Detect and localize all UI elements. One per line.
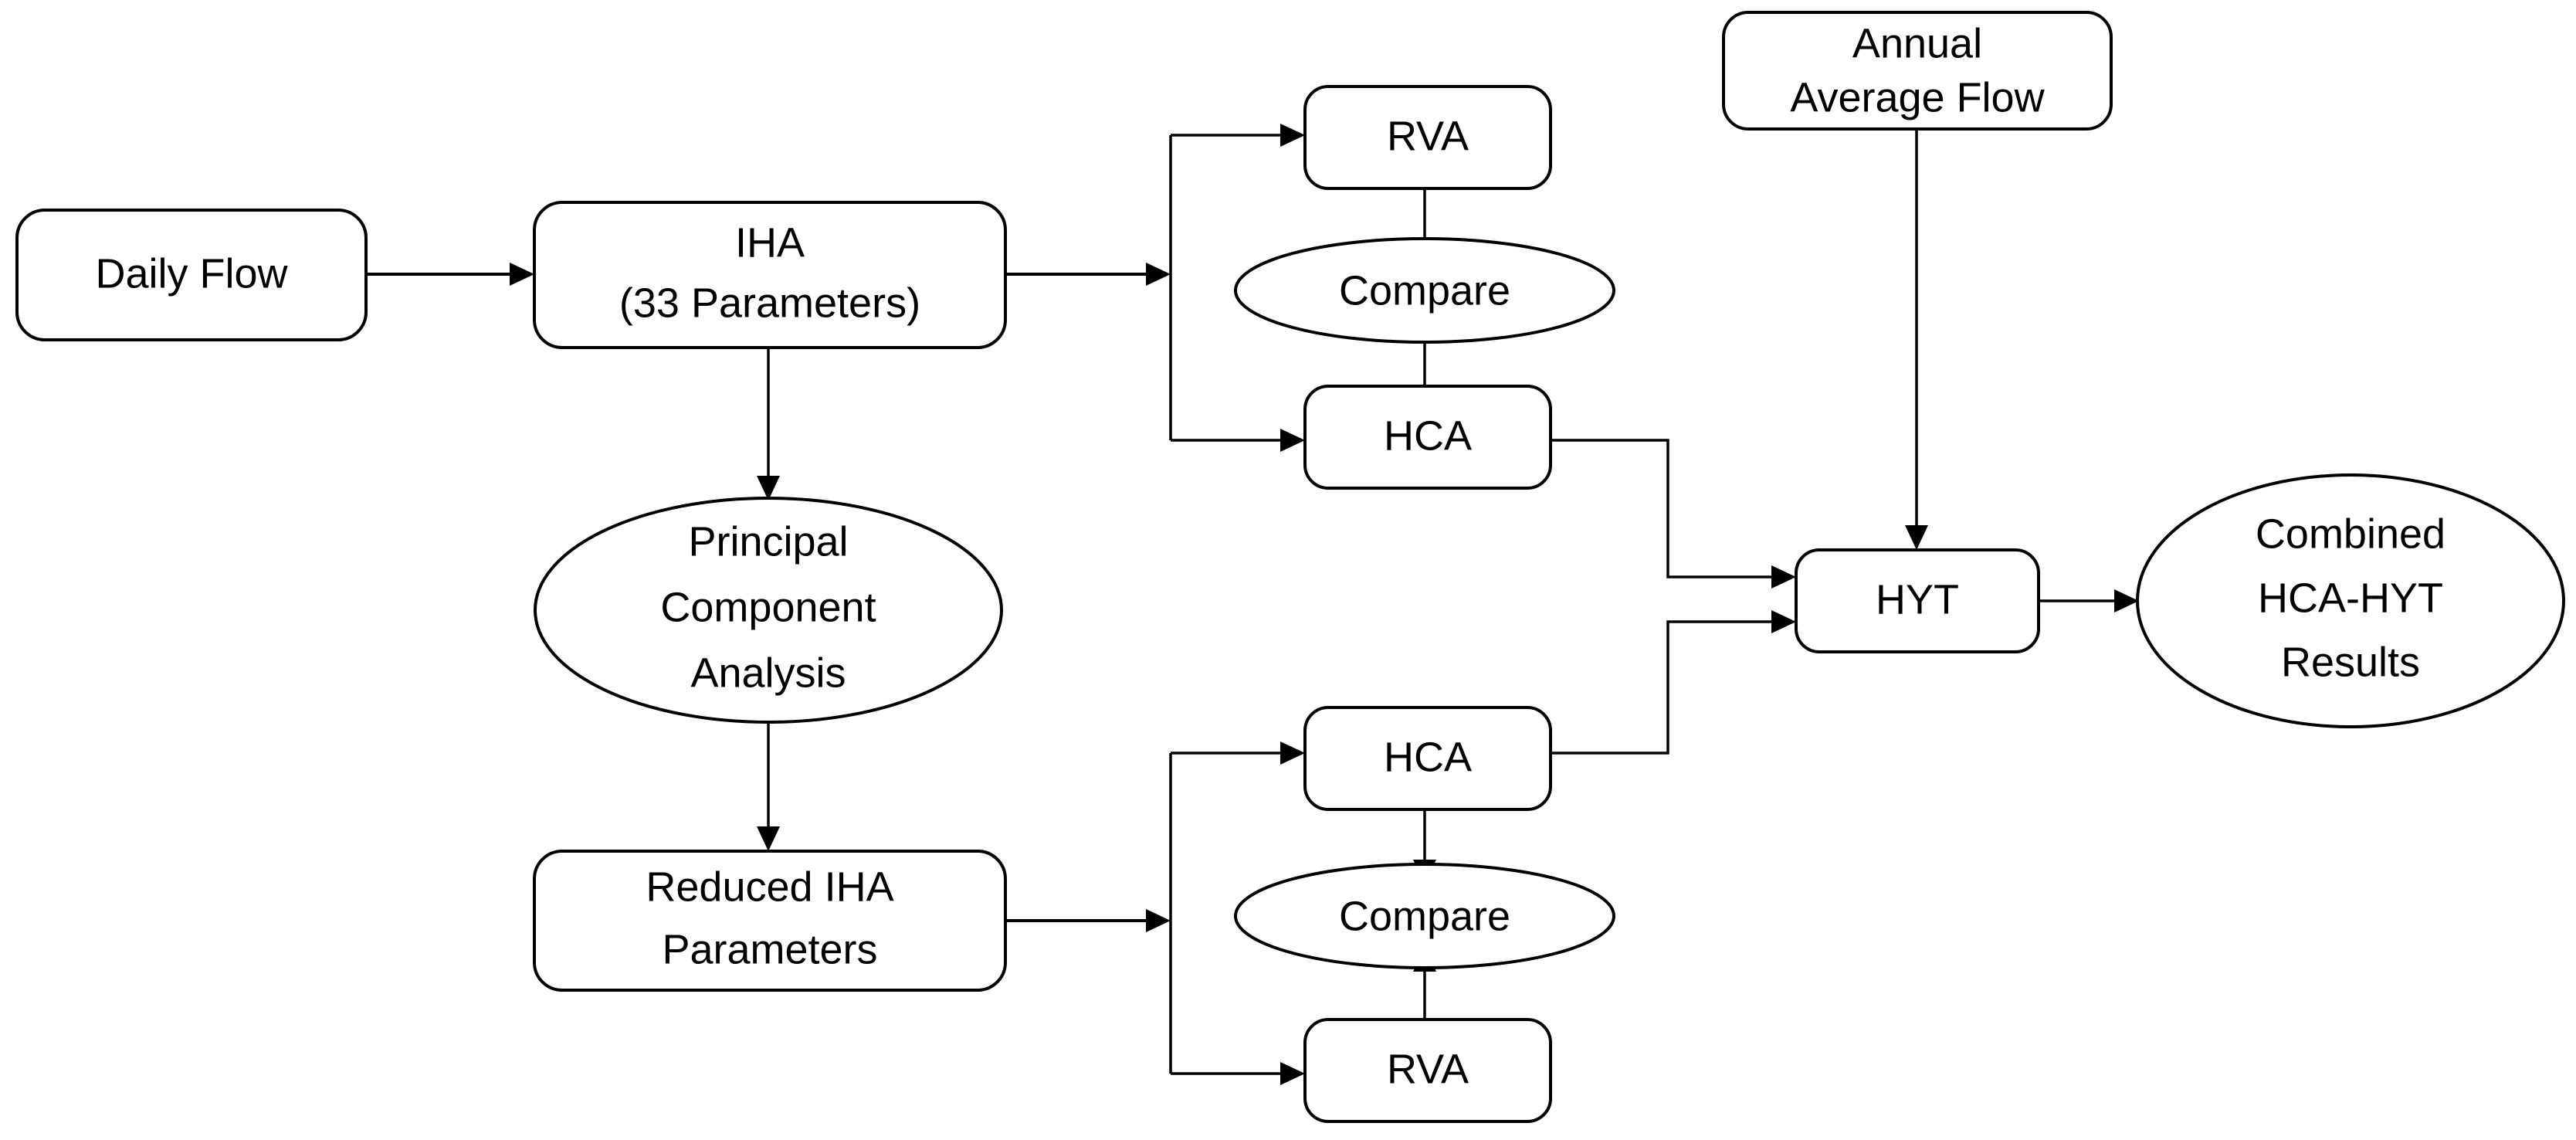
compare-top-label: Compare (1339, 267, 1510, 314)
compare-bottom-label: Compare (1339, 893, 1510, 939)
node-reduced-iha[interactable]: Reduced IHA Parameters (533, 850, 1007, 992)
edge-reduced-iha-to-bottom-splitter (1005, 909, 1171, 932)
reduced-iha-label-line1: Reduced IHA (646, 863, 893, 910)
pca-ellipse[interactable] (534, 497, 1003, 724)
node-daily-flow[interactable]: Daily Flow (15, 209, 368, 341)
edge-hca-top-to-hyt (1552, 439, 1796, 589)
pca-label-line2: Component (660, 584, 876, 630)
hca-bottom-label: HCA (1384, 734, 1472, 780)
daily-flow-box[interactable] (15, 209, 368, 341)
edge-bottom-splitter (1169, 741, 1305, 1085)
node-rva-bottom[interactable]: RVA (1303, 1018, 1552, 1123)
iha-label-line2: (33 Parameters) (619, 280, 920, 326)
nodes-layer: Daily Flow IHA (33 Parameters) RVA Compa… (15, 11, 2565, 1123)
iha-label-line1: IHA (735, 219, 805, 266)
combined-results-label-line2: HCA-HYT (2258, 575, 2443, 621)
edge-top-splitter (1169, 124, 1305, 452)
reduced-iha-box[interactable] (533, 850, 1007, 992)
hca-bottom-box[interactable] (1303, 706, 1552, 811)
annual-average-flow-label-line2: Average Flow (1790, 74, 2045, 120)
node-combined-results[interactable]: Combined HCA-HYT Results (2136, 473, 2565, 728)
edge-iha-to-top-splitter (1005, 263, 1171, 286)
reduced-iha-label-line2: Parameters (662, 926, 877, 972)
edge-hca-bottom-to-hyt (1552, 610, 1796, 755)
node-compare-bottom[interactable]: Compare (1234, 863, 1615, 969)
hca-top-box[interactable] (1303, 385, 1552, 490)
pca-label-line1: Principal (688, 518, 848, 565)
compare-top-ellipse[interactable] (1234, 237, 1615, 344)
rva-bottom-label: RVA (1387, 1046, 1469, 1092)
combined-results-label-line1: Combined (2256, 511, 2446, 557)
node-annual-average-flow[interactable]: Annual Average Flow (1722, 11, 2113, 131)
rva-top-label: RVA (1387, 113, 1469, 159)
combined-results-label-line3: Results (2281, 639, 2420, 685)
combined-results-ellipse[interactable] (2136, 473, 2565, 728)
node-compare-top[interactable]: Compare (1234, 237, 1615, 344)
edge-iha-to-pca (757, 348, 780, 500)
edge-annual-average-flow-to-hyt (1905, 129, 1928, 550)
compare-bottom-ellipse[interactable] (1234, 863, 1615, 969)
node-iha[interactable]: IHA (33 Parameters) (533, 201, 1007, 349)
annual-average-flow-label-line1: Annual (1852, 20, 1982, 66)
node-pca[interactable]: Principal Component Analysis (534, 497, 1003, 724)
edge-hyt-to-combined-results (2039, 589, 2139, 612)
pca-label-line3: Analysis (690, 650, 846, 696)
node-hca-top[interactable]: HCA (1303, 385, 1552, 490)
hyt-box[interactable] (1795, 548, 2040, 653)
rva-top-box[interactable] (1303, 85, 1552, 190)
annual-average-flow-box[interactable] (1722, 11, 2113, 131)
edge-pca-to-reduced-iha (757, 720, 780, 851)
node-hyt[interactable]: HYT (1795, 548, 2040, 653)
node-hca-bottom[interactable]: HCA (1303, 706, 1552, 811)
daily-flow-label: Daily Flow (95, 250, 288, 297)
edge-daily-flow-to-iha (366, 263, 534, 286)
hyt-label: HYT (1876, 576, 1959, 623)
rva-bottom-box[interactable] (1303, 1018, 1552, 1123)
node-rva-top[interactable]: RVA (1303, 85, 1552, 190)
iha-box[interactable] (533, 201, 1007, 349)
hca-top-label: HCA (1384, 412, 1472, 459)
